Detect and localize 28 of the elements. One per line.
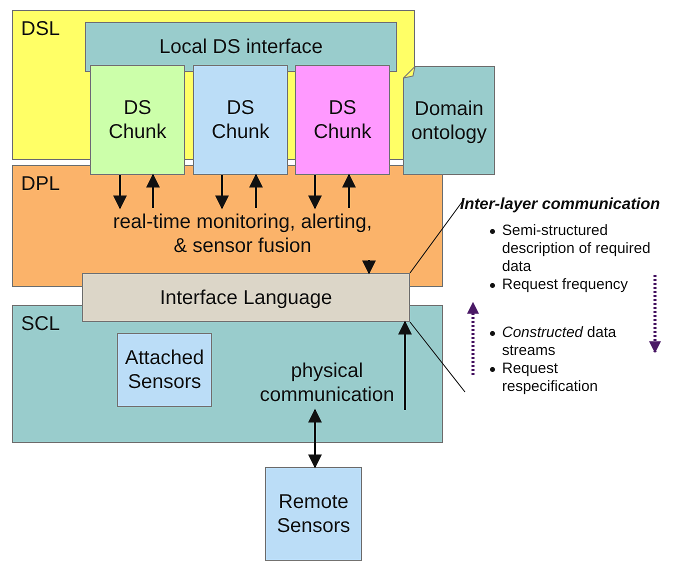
callout-heading: Inter-layer communication — [460, 195, 662, 214]
arrow — [215, 175, 229, 210]
arrow — [362, 260, 376, 274]
arrow — [398, 320, 412, 410]
arrow — [249, 174, 263, 208]
bullet-item: Request frequency — [490, 276, 652, 294]
interface-box: Interface Language — [82, 273, 410, 322]
layer-label: SCL — [21, 312, 60, 336]
chunk-box: DS Chunk — [193, 65, 288, 175]
chunk-box: DS Chunk — [90, 65, 185, 175]
arrow — [113, 175, 127, 210]
bullet-item: Semi-structured description of required data — [490, 222, 652, 276]
arrow — [146, 174, 160, 208]
layer-label: DSL — [21, 17, 60, 41]
bullet-item: Constructed data streams — [490, 324, 652, 360]
process-text: real-time monitoring, alerting, & sensor fusion — [110, 208, 375, 260]
arrow — [308, 408, 322, 468]
arrow — [342, 174, 356, 208]
chunk-box: DS Chunk — [295, 65, 390, 175]
arrow — [308, 175, 322, 210]
leader-line — [410, 322, 466, 392]
layer-label: DPL — [21, 172, 60, 196]
bullet-item: Request respecification — [490, 360, 652, 396]
sensor-box: Attached Sensors — [117, 333, 212, 407]
process-text: physical communication — [257, 355, 397, 410]
leader-line — [410, 202, 462, 274]
document-box: Domain ontology — [403, 66, 495, 175]
sensor-box: Remote Sensors — [265, 467, 362, 561]
